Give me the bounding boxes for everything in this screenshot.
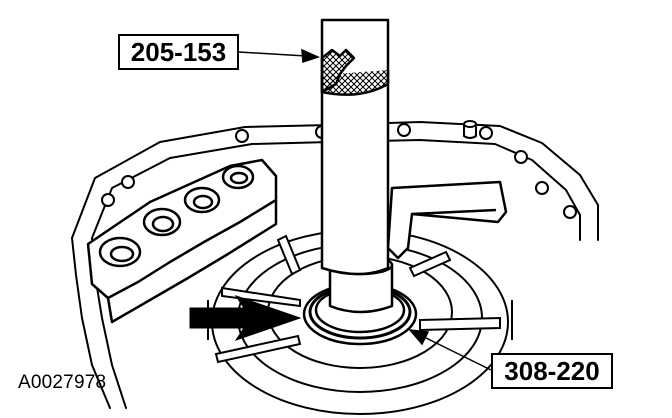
bolt-hole <box>563 205 577 219</box>
bracket <box>386 180 508 260</box>
bore-block <box>86 158 278 324</box>
direction-arrow <box>189 295 302 341</box>
tool-callout-205-153: 205-153 <box>118 34 239 70</box>
support-ribs <box>214 234 501 364</box>
dowel-pin <box>463 120 477 139</box>
case-inner-flange <box>91 139 581 241</box>
tool-callout-308-220: 308-220 <box>491 353 613 389</box>
leader-205-153 <box>238 48 321 64</box>
bolt-hole <box>535 181 549 195</box>
figure-id: A0027978 <box>18 372 107 393</box>
bolt-hole <box>101 193 115 207</box>
bolt-hole <box>235 129 249 143</box>
case-outer-flange <box>71 121 599 241</box>
bolt-hole <box>479 126 493 140</box>
bolt-hole <box>397 123 411 137</box>
tool-handle <box>320 18 394 314</box>
tool-callout-label: 308-220 <box>504 356 600 386</box>
leader-308-220 <box>408 329 492 371</box>
bolt-hole <box>514 150 528 164</box>
case-left-wall <box>71 237 111 409</box>
tool-callout-label: 205-153 <box>130 37 227 67</box>
bolt-hole <box>121 175 135 189</box>
